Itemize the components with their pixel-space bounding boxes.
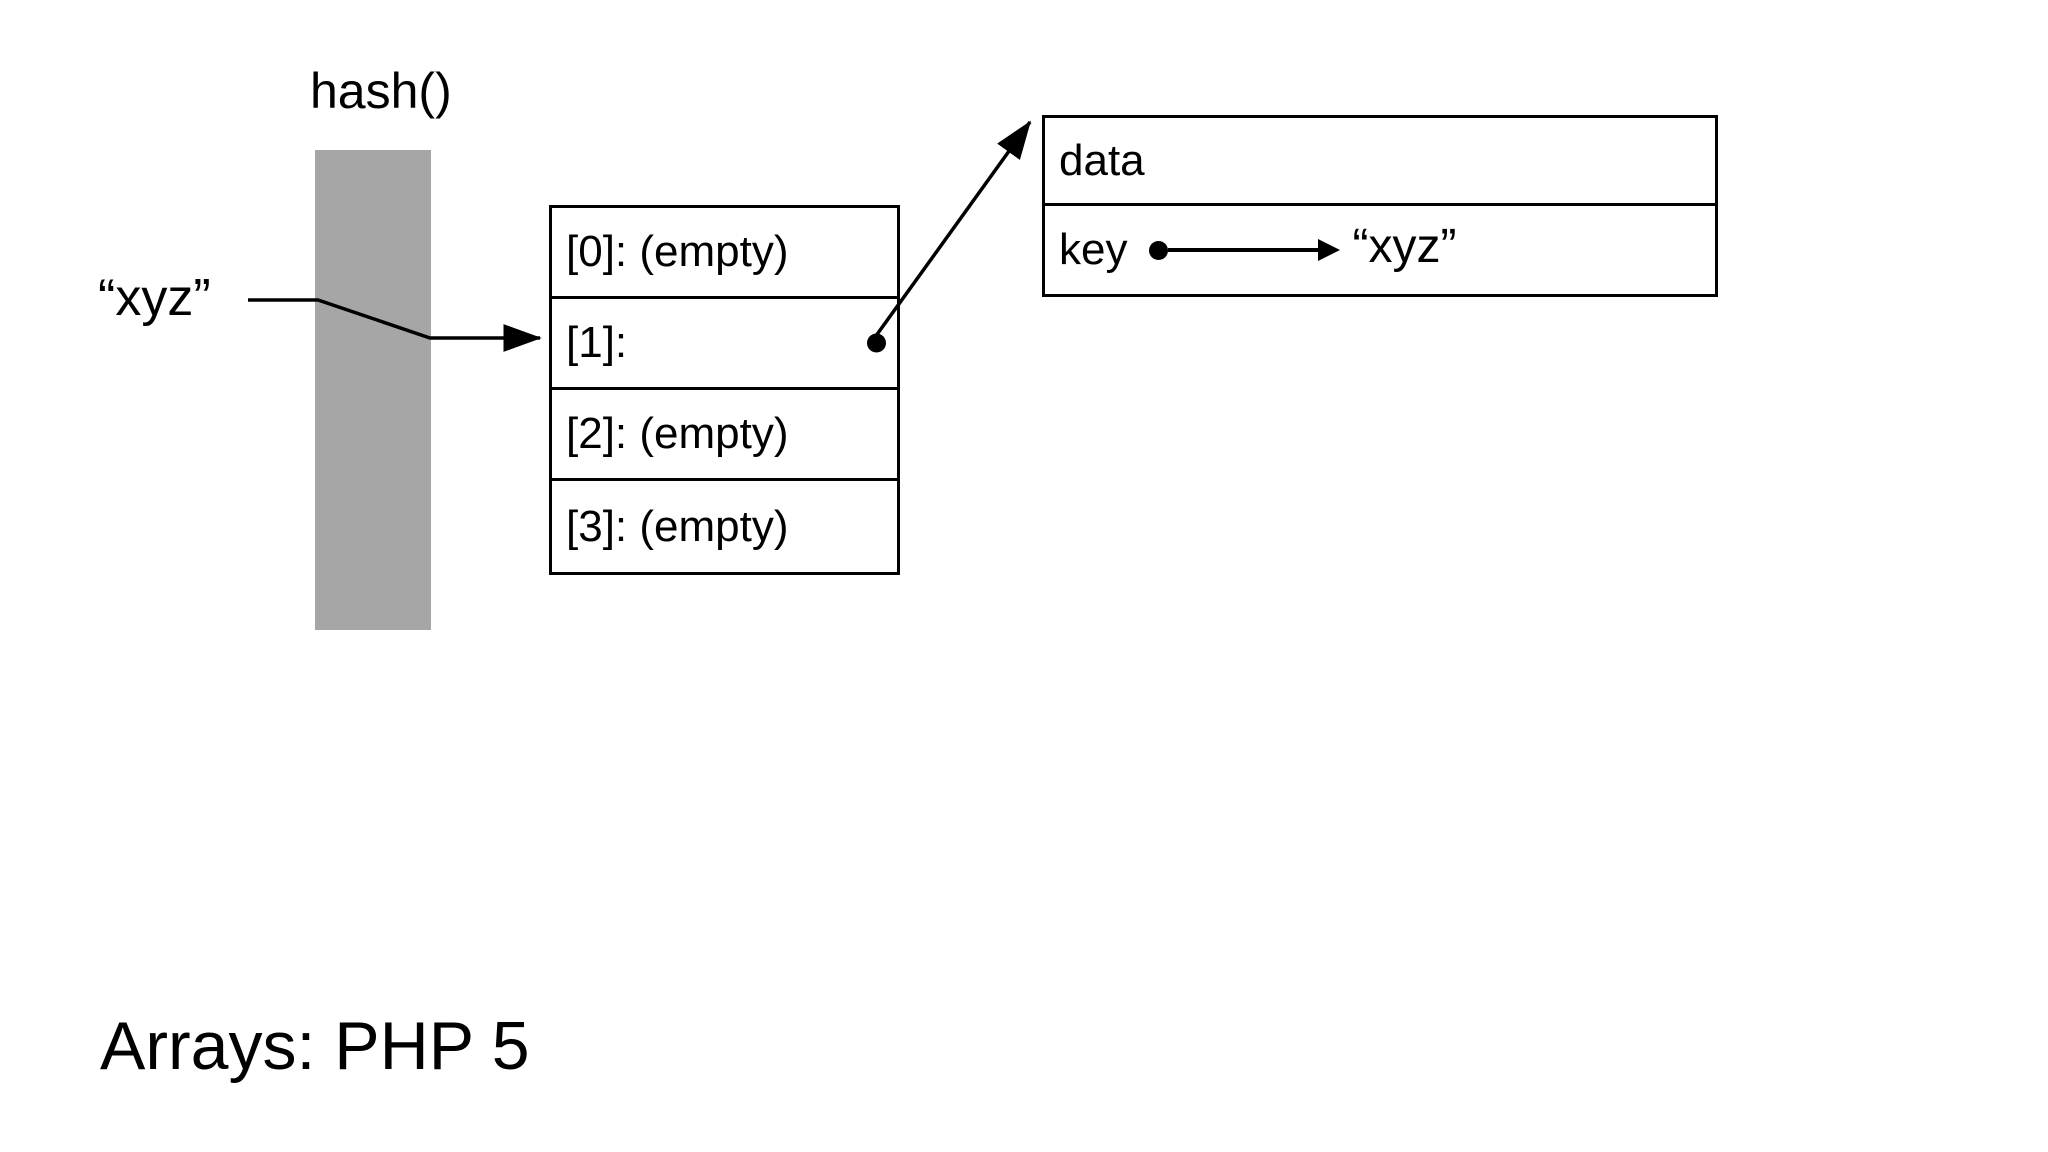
- bucket-label-0: [0]: (empty): [566, 227, 789, 276]
- record-label-key: key: [1059, 225, 1128, 274]
- bucket-row-2: [2]: (empty): [552, 390, 897, 481]
- hash-function-bar: [315, 150, 431, 630]
- bucket-array-table: [0]: (empty) [1]: [2]: (empty) [3]: (emp…: [549, 205, 900, 575]
- record-row-key: key “xyz”: [1045, 206, 1715, 294]
- bucket-label-2: [2]: (empty): [566, 409, 789, 458]
- bucket-label-3: [3]: (empty): [566, 501, 789, 551]
- bucket-row-0: [0]: (empty): [552, 208, 897, 299]
- hash-function-label: hash(): [310, 63, 452, 119]
- key-pointer-dot-icon: [1149, 240, 1169, 260]
- bucket-label-1: [1]:: [566, 318, 628, 367]
- record-row-data: data: [1045, 118, 1715, 206]
- bucket-row-1: [1]:: [552, 299, 897, 390]
- key-target-label: “xyz”: [1352, 220, 1457, 273]
- slide-title: Arrays: PHP 5: [100, 1008, 530, 1084]
- record-label-data: data: [1059, 135, 1145, 185]
- key-pointer-shaft-icon: [1168, 248, 1319, 252]
- record-key-pointer-group: key “xyz”: [1045, 220, 1457, 274]
- record-box: data key “xyz”: [1042, 115, 1718, 297]
- bucket-row-3: [3]: (empty): [552, 481, 897, 572]
- input-key-label: “xyz”: [98, 269, 211, 327]
- key-pointer-arrowhead-icon: [1318, 239, 1341, 261]
- bucket-pointer-dot-icon: [867, 333, 886, 353]
